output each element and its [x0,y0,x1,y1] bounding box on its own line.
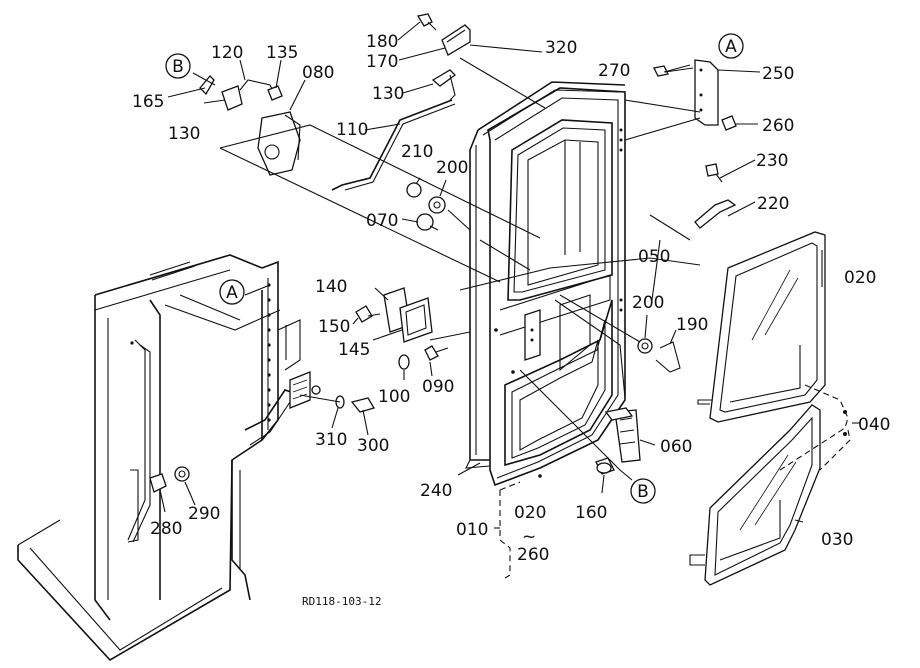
label-020-glass: 020 [844,268,876,288]
label-120: 120 [211,43,243,63]
label-320: 320 [545,38,577,58]
part-labels: A A B B 180 170 130 320 270 250 260 230 … [132,32,890,608]
label-060: 060 [660,437,692,457]
label-200-top: 200 [436,158,468,178]
label-280: 280 [150,519,182,539]
leader-lines [159,21,860,579]
label-250: 250 [762,64,794,84]
label-090: 090 [422,377,454,397]
label-165: 165 [132,92,164,112]
ref-circle-b-left [165,53,191,79]
ref-a-top: A [725,37,737,57]
label-180: 180 [366,32,398,52]
label-140: 140 [315,277,347,297]
label-030: 030 [821,530,853,550]
label-040: 040 [858,415,890,435]
label-240: 240 [420,481,452,501]
label-070: 070 [366,211,398,231]
label-290: 290 [188,504,220,524]
label-145: 145 [338,340,370,360]
label-260-bolt: 260 [762,116,794,136]
label-tilde: ~ [522,527,536,547]
ref-circle-a-cab [219,279,245,305]
door-frame [487,87,626,487]
ref-circle-a-top [718,33,744,59]
bracket-040 [779,384,851,471]
label-210: 210 [401,142,433,162]
ref-b-door: B [637,482,649,502]
ref-b-left: B [172,57,184,77]
label-170: 170 [366,52,398,72]
label-260-range: 260 [517,545,549,565]
label-050: 050 [638,247,670,267]
diagram-code: RD118-103-12 [302,595,381,608]
label-310: 310 [315,430,347,450]
label-160: 160 [575,503,607,523]
label-135: 135 [266,43,298,63]
glass-020 [697,231,826,423]
label-010: 010 [456,520,488,540]
ref-circle-b-door [630,478,656,504]
label-270: 270 [598,61,630,81]
door-seal [465,81,626,469]
cab-frame [17,254,311,662]
label-080: 080 [302,63,334,83]
label-110: 110 [336,120,368,140]
ref-a-cab: A [226,283,238,303]
label-100: 100 [378,387,410,407]
label-150: 150 [318,317,350,337]
label-190: 190 [676,315,708,335]
label-200-right: 200 [632,293,664,313]
hardware-parts [149,13,737,493]
label-220: 220 [757,194,789,214]
label-130-top: 130 [372,84,404,104]
label-020-range: 020 [514,503,546,523]
label-130-left: 130 [168,124,200,144]
reference-markers [165,33,744,504]
glass-030 [689,404,821,586]
label-300: 300 [357,436,389,456]
label-230: 230 [756,151,788,171]
